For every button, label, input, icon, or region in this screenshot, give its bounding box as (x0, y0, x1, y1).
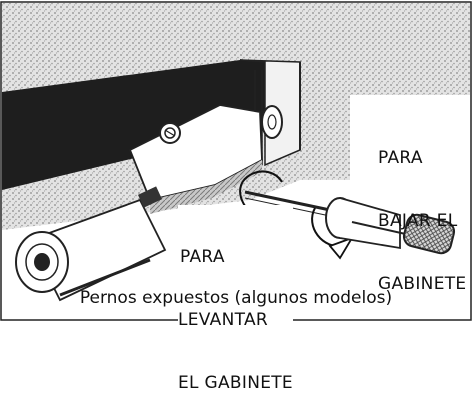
level-bolt-slot-icon (261, 105, 283, 139)
lower-label-line-2: BAJAR EL (378, 211, 458, 231)
bracket-shadow (150, 160, 262, 214)
lower-cabinet-label: PARA BAJAR EL GABINETE (378, 106, 466, 316)
nut-driver-tool-icon (325, 197, 456, 255)
illustration (0, 1, 472, 321)
raise-label-line-3: EL GABINETE (178, 373, 293, 393)
lower-rotation-arrow-icon (311, 207, 355, 260)
exposed-bolt-shaft (244, 190, 331, 212)
raise-label-line-2: LEVANTAR (178, 310, 269, 330)
roller-wheel-icon (15, 186, 167, 302)
lower-label-line-3: GABINETE (378, 274, 467, 294)
lower-label-line-1: PARA (378, 148, 423, 168)
figure-caption: Pernos expuestos (algunos modelos) (79, 288, 393, 308)
raise-label-line-1: PARA (180, 247, 225, 267)
raise-cabinet-label: PARA LEVANTAR EL GABINETE (178, 205, 293, 415)
bracket-bolt-icon (159, 122, 181, 144)
cabinet-underside (2, 60, 265, 190)
